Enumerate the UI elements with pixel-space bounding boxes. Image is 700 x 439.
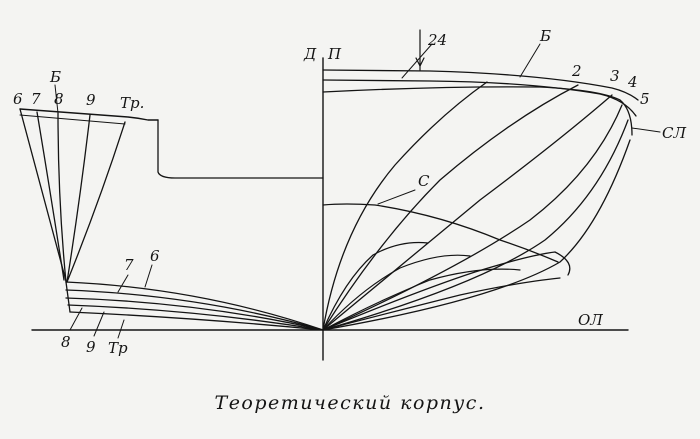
label-station-24: 24 xyxy=(427,31,447,49)
bilge-curve-1 xyxy=(322,241,429,331)
label-section-6: 6 xyxy=(13,90,23,108)
label-waterline-5: 5 xyxy=(640,90,650,108)
bottom-curve-6 xyxy=(65,281,324,331)
stern-section-6 xyxy=(19,108,67,282)
label-c: С xyxy=(418,172,430,190)
frame-line-1 xyxy=(322,81,488,331)
c-leader xyxy=(377,189,416,205)
label-sl: СЛ xyxy=(662,124,686,142)
stern-section-tr xyxy=(66,121,126,283)
sl-leader xyxy=(631,127,661,133)
stern-section-7 xyxy=(36,111,65,281)
b-leader-top xyxy=(519,43,541,78)
transom-top-inner xyxy=(19,114,126,125)
label-bottom-7: 7 xyxy=(124,256,134,274)
bot8-leader xyxy=(69,307,83,331)
bottom-curve-9 xyxy=(67,304,324,331)
label-section-9: 9 xyxy=(86,91,96,109)
label-waterline-2: 2 xyxy=(571,62,582,80)
transom-top xyxy=(19,108,159,121)
sheer-line-lower xyxy=(322,79,637,117)
bottom-left-edge xyxy=(65,281,71,313)
label-section-8: 8 xyxy=(54,90,64,108)
frame-line-2 xyxy=(322,84,579,331)
stern-section-8 xyxy=(57,112,67,283)
label-section-7: 7 xyxy=(31,90,41,108)
label-b-top: Б xyxy=(539,27,551,45)
stern-section-9 xyxy=(66,114,91,283)
bilge-curve-4 xyxy=(322,277,561,331)
label-ol: ОЛ xyxy=(578,311,603,329)
frame-line-4 xyxy=(322,104,623,331)
bottom-curve-7 xyxy=(65,289,324,331)
label-bottom-6: 6 xyxy=(150,247,160,265)
waterline-lower xyxy=(322,251,571,331)
bot6-leader xyxy=(144,264,153,288)
diagonal-c xyxy=(322,203,559,263)
label-bottom-9: 9 xyxy=(86,338,96,356)
frame-line-6 xyxy=(322,139,631,331)
label-d: Д xyxy=(303,45,317,63)
bottom-curve-8 xyxy=(65,297,324,331)
bot9-leader xyxy=(93,311,105,337)
bilge-curve-3 xyxy=(322,268,521,331)
b-leader-left xyxy=(54,84,59,114)
sheer-line-upper xyxy=(322,69,639,101)
label-bottom-tr: Тр xyxy=(108,339,128,357)
station-24-leader xyxy=(401,43,433,79)
deck-edge-line xyxy=(322,86,633,136)
label-waterline-4: 4 xyxy=(627,73,638,91)
label-waterline-3: 3 xyxy=(610,67,620,85)
frame-line-5 xyxy=(322,119,629,331)
label-bottom-8: 8 xyxy=(61,333,71,351)
bottom-curve-tr xyxy=(69,311,324,331)
label-p: П xyxy=(327,45,342,63)
bottr-leader xyxy=(117,319,125,339)
bot7-leader xyxy=(117,274,129,293)
label-tr-top: Тр. xyxy=(120,94,144,112)
figure-caption: Теоретический корпус. xyxy=(214,392,486,414)
profile-connector xyxy=(157,119,324,179)
label-b-left: Б xyxy=(49,68,61,86)
frame-line-3 xyxy=(322,94,613,331)
bilge-curve-2 xyxy=(322,254,471,331)
